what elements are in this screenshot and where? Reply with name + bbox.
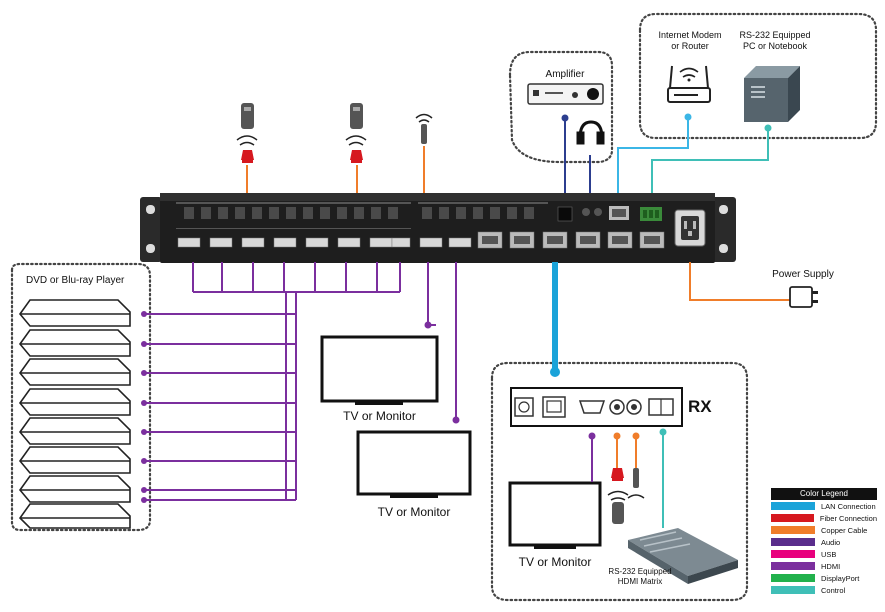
legend-swatch <box>771 538 815 547</box>
ir-eye-icon <box>241 150 254 163</box>
ir-remote-icon <box>345 103 367 146</box>
rs232-pc-label: RS-232 Equipped PC or Notebook <box>739 30 811 51</box>
dvd-player <box>18 417 131 445</box>
optical-port <box>557 206 573 222</box>
dvd-player <box>18 388 131 416</box>
lan-cable <box>617 117 689 193</box>
rx-box <box>490 361 749 602</box>
audio-cables <box>564 118 591 193</box>
dvd-player <box>18 299 131 327</box>
legend-label: USB <box>821 549 837 559</box>
rx-label: RX <box>688 397 712 416</box>
ir-eye-icon <box>611 468 624 481</box>
power-supply-label: Power Supply <box>772 269 834 280</box>
copper-cables <box>246 146 790 301</box>
tv-monitor-3 <box>508 481 602 549</box>
legend-label: Copper Cable <box>821 525 868 535</box>
headphones-icon <box>576 120 605 145</box>
matrix-chassis <box>140 193 736 263</box>
router-icon <box>667 65 711 103</box>
rx-receiver <box>510 387 683 427</box>
dvd-label: DVD or Blu-ray Player <box>26 275 125 286</box>
power-plug-icon <box>789 286 818 308</box>
hdmi-outputs <box>419 237 472 248</box>
legend-item: Fiber Connection <box>771 513 877 525</box>
legend-swatch <box>771 574 815 583</box>
modem-label: Internet Modem or Router <box>658 30 722 51</box>
dvd-player <box>18 503 131 529</box>
legend-label: LAN Connection <box>821 501 876 511</box>
legend-item: HDMI <box>771 561 877 573</box>
legend-swatch <box>771 502 815 511</box>
legend-item: USB <box>771 549 877 561</box>
legend-item: Control <box>771 585 877 597</box>
dvd-box <box>10 262 152 532</box>
amplifier-device <box>527 83 604 105</box>
legend-label: Fiber Connection <box>819 513 877 523</box>
legend-title: Color Legend <box>771 488 877 500</box>
hdmi-matrix-device <box>628 528 738 584</box>
amplifier-box <box>508 50 614 164</box>
legend-label: Control <box>821 585 846 595</box>
legend-swatch <box>771 526 815 535</box>
amplifier-label: Amplifier <box>545 69 585 80</box>
legend-swatch <box>771 562 815 571</box>
tv-label-3: TV or Monitor <box>518 555 592 569</box>
ir-remote-icon <box>607 490 629 524</box>
pc-tower-icon <box>744 66 800 122</box>
dvd-player <box>18 446 131 474</box>
dvd-player <box>18 358 131 386</box>
legend-label: DisplayPort <box>821 573 860 583</box>
ir-eye-icon <box>350 150 363 163</box>
hdmi-inputs <box>177 237 411 248</box>
legend-item: LAN Connection <box>771 501 877 513</box>
ir-ports <box>184 207 534 219</box>
tv-monitor-2 <box>356 430 472 498</box>
rs232-matrix-label: RS-232 Equipped HDMI Matrix <box>608 567 672 586</box>
legend-label: HDMI <box>821 561 841 571</box>
legend-item: DisplayPort <box>771 573 877 585</box>
rack-ear-left <box>140 197 162 262</box>
legend-label: Audio <box>821 537 841 547</box>
group-boxes <box>10 12 878 602</box>
antenna-icon <box>627 468 645 499</box>
tv-label-2: TV or Monitor <box>377 505 451 519</box>
hdmi-input-bus <box>146 262 401 501</box>
tv-label-1: TV or Monitor <box>343 409 416 423</box>
antenna-icon <box>415 113 433 144</box>
dvd-player <box>18 475 131 503</box>
tv-monitor-1 <box>320 335 439 405</box>
legend-item: Audio <box>771 537 877 549</box>
rx-cables <box>591 432 664 528</box>
dvd-player <box>18 329 131 357</box>
legend-swatch <box>771 586 815 595</box>
legend-swatch <box>771 550 815 559</box>
legend-item: Copper Cable <box>771 525 877 537</box>
ir-remote-icon <box>236 103 258 146</box>
control-cable <box>651 128 769 193</box>
legend-swatch <box>771 514 814 523</box>
dvd-players <box>18 299 131 529</box>
network-box <box>638 12 878 140</box>
rack-ear-right <box>712 197 736 262</box>
